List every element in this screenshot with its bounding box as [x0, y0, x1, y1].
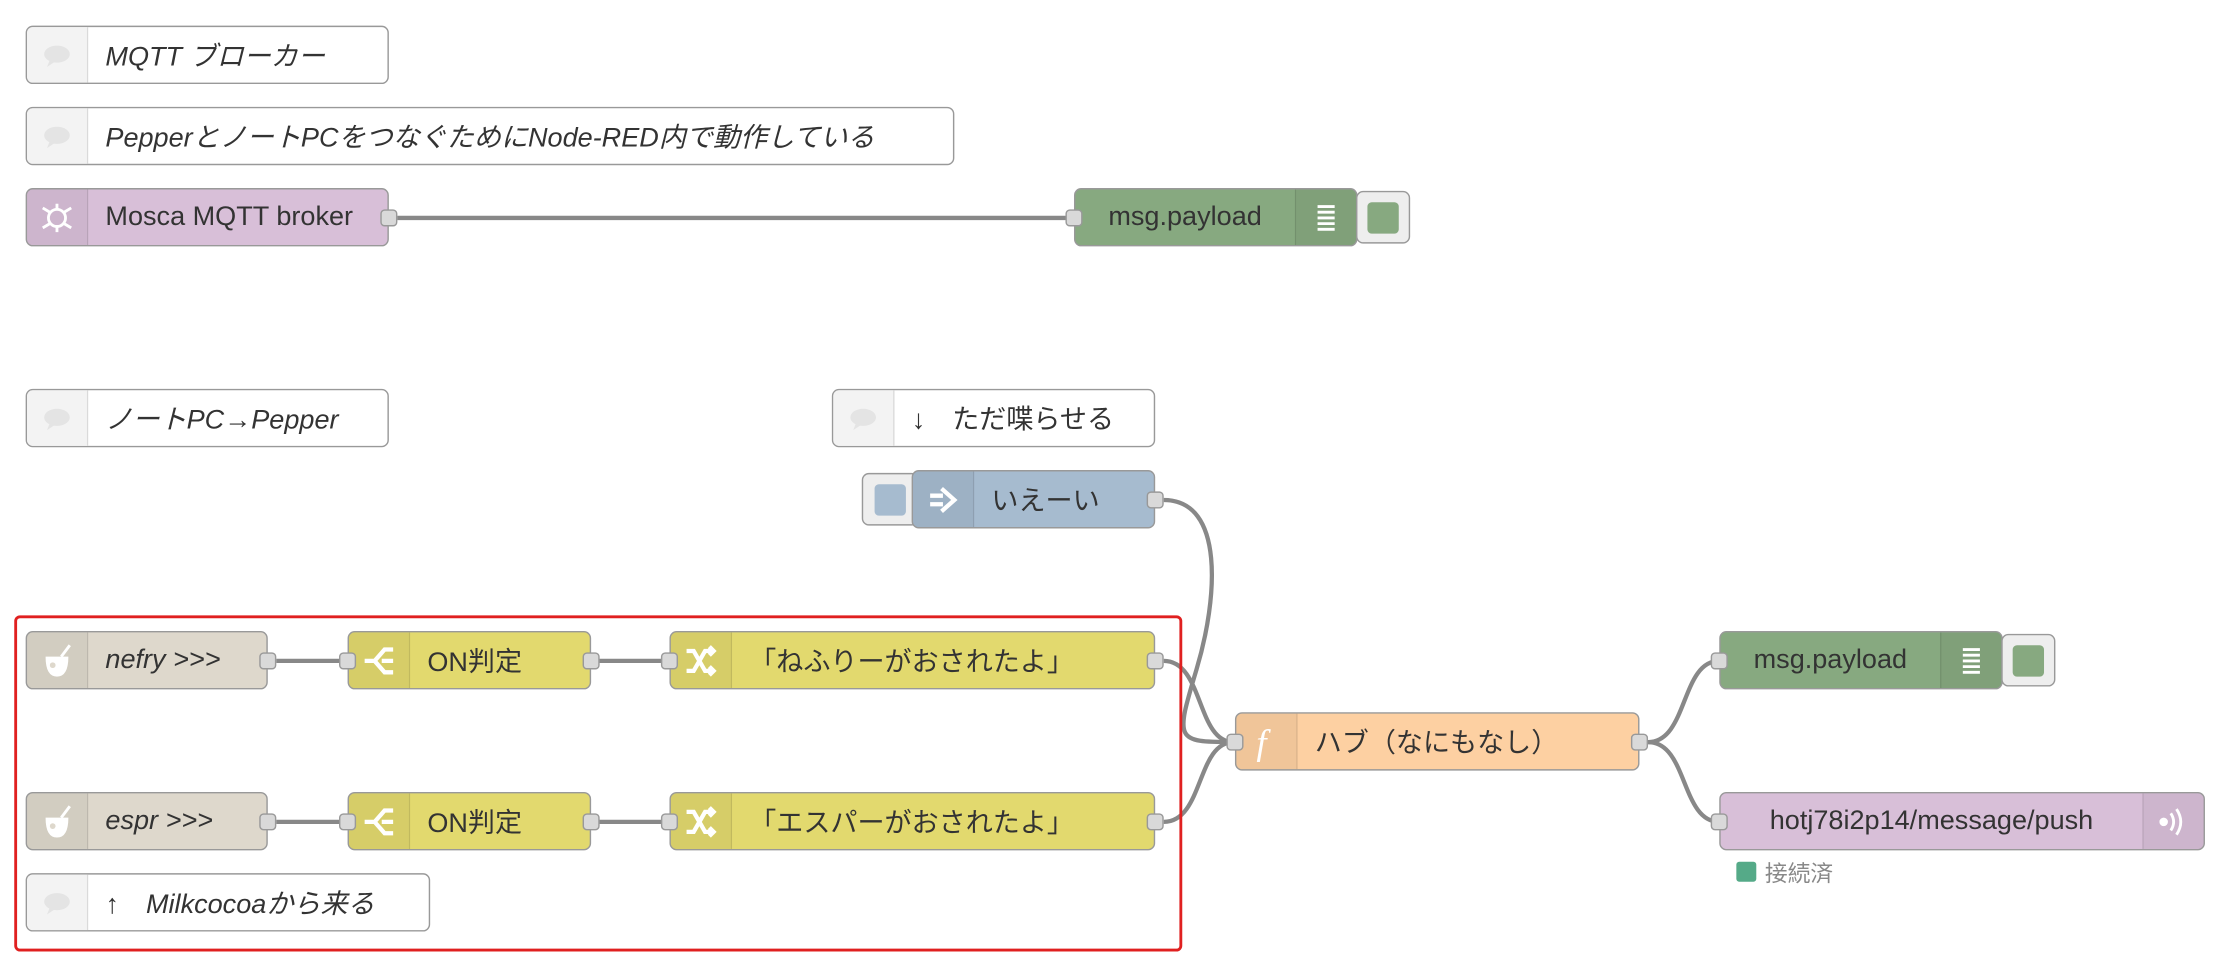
input-port[interactable] [339, 813, 357, 831]
status-text: 接続済 [1764, 863, 1834, 888]
comment-icon [27, 390, 89, 446]
milkcocoa-in-espr[interactable]: espr >>> [25, 791, 277, 851]
bridge-icon [2142, 793, 2204, 849]
change-node-1[interactable]: 「ねふりーがおされたよ」 [660, 631, 1164, 690]
input-port[interactable] [660, 813, 679, 831]
wire [1647, 739, 1720, 825]
comment-icon [27, 27, 89, 83]
input-port[interactable] [339, 652, 357, 670]
change-node-2[interactable]: 「エスパーがおされたよ」 [660, 791, 1164, 851]
debug-toggle-indicator [1367, 201, 1399, 233]
wire [1163, 739, 1234, 825]
debug-node-top[interactable]: msg.payload [1065, 188, 1358, 247]
list-icon [1294, 189, 1357, 245]
switch-icon [348, 632, 411, 688]
mosca-icon [27, 189, 89, 245]
debug-node-right[interactable]: msg.payload [1710, 631, 2003, 690]
switch-node-1[interactable]: ON判定 [339, 631, 600, 690]
node-label: nefry >>> [105, 644, 221, 675]
status-dot [1736, 861, 1757, 882]
mqtt-out-node[interactable]: hotj78i2p14/message/push [1710, 791, 2205, 851]
switch-icon [348, 793, 411, 849]
comment-label: ↓ ただ喋らせる [911, 405, 1115, 436]
debug-toggle-indicator [2012, 644, 2045, 676]
node-label: msg.payload [1753, 644, 1908, 675]
output-port[interactable] [1146, 652, 1164, 670]
milkcocoa-group[interactable] [14, 615, 1183, 952]
comment-icon [27, 108, 89, 164]
output-port[interactable] [582, 652, 600, 670]
shuffle-icon [670, 793, 733, 849]
comment-label: ノートPC→Pepper [105, 405, 339, 436]
comment-icon [833, 390, 895, 446]
debug-toggle-button[interactable] [2001, 633, 2056, 687]
comment-from-milkcocoa[interactable]: ↑ Milkcocoaから来る [25, 873, 431, 932]
node-label: ハブ（なにもなし） [1314, 729, 1559, 760]
function-node-hub[interactable]: f ハブ（なにもなし） [1226, 712, 1649, 771]
output-port[interactable] [582, 813, 600, 831]
switch-node-2[interactable]: ON判定 [339, 791, 600, 851]
output-port[interactable] [380, 209, 398, 227]
arrow-right-icon [913, 471, 975, 528]
milkcocoa-icon [27, 793, 89, 849]
node-label: 「エスパーがおされたよ」 [749, 809, 1075, 839]
comment-icon [27, 874, 89, 931]
comment-mqtt-broker[interactable]: MQTT ブローカー [25, 25, 389, 85]
comment-pepper-node-red[interactable]: PepperとノートPCをつなぐためにNode-RED内で動作している [25, 106, 955, 166]
output-port[interactable] [1146, 813, 1164, 831]
shuffle-icon [670, 632, 733, 688]
comment-note-to-pepper[interactable]: ノートPC→Pepper [25, 388, 389, 448]
node-label: 「ねふりーがおされたよ」 [749, 648, 1075, 679]
node-label: msg.payload [1108, 201, 1262, 232]
output-port[interactable] [259, 652, 277, 670]
node-label: いえーい [991, 487, 1100, 518]
input-port[interactable] [1710, 813, 1728, 831]
function-icon: f [1236, 713, 1298, 770]
output-port[interactable] [1630, 733, 1649, 751]
inject-node[interactable]: いえーい [911, 470, 1164, 529]
wire [1647, 658, 1720, 745]
node-label: Mosca MQTT broker [105, 201, 354, 232]
comment-just-speak[interactable]: ↓ ただ喋らせる [831, 388, 1156, 448]
mqtt-status: 接続済 [1736, 855, 1833, 889]
input-port[interactable] [660, 652, 679, 670]
inject-trigger-indicator [874, 483, 906, 515]
wire [1163, 658, 1234, 745]
node-label: ON判定 [427, 648, 523, 679]
input-port[interactable] [1065, 209, 1083, 227]
node-label: ON判定 [427, 809, 523, 839]
mosca-broker-node[interactable]: Mosca MQTT broker [25, 188, 398, 247]
node-label: hotj78i2p14/message/push [1769, 805, 2094, 836]
list-icon [1940, 632, 2002, 688]
inject-trigger-button[interactable] [861, 472, 919, 526]
wire [1163, 497, 1234, 745]
comment-label: PepperとノートPCをつなぐためにNode-RED内で動作している [105, 123, 875, 154]
input-port[interactable] [1226, 733, 1244, 751]
milkcocoa-in-nefry[interactable]: nefry >>> [25, 631, 277, 690]
node-label: espr >>> [105, 805, 213, 836]
input-port[interactable] [1710, 652, 1728, 670]
svg-text:f: f [1256, 722, 1271, 761]
output-port[interactable] [259, 813, 277, 831]
comment-label: MQTT ブローカー [105, 42, 325, 73]
milkcocoa-icon [27, 632, 89, 688]
comment-label: ↑ Milkcocoaから来る [105, 890, 375, 921]
output-port[interactable] [1146, 491, 1164, 509]
debug-toggle-button[interactable] [1356, 190, 1411, 244]
